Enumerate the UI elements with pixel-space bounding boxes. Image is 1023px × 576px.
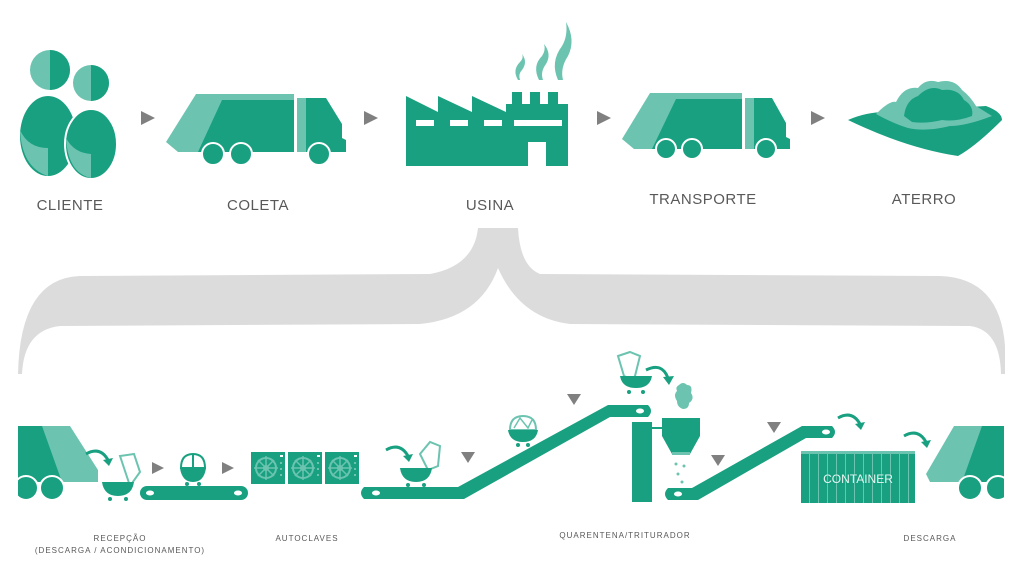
conveyor-belt (665, 426, 835, 500)
step-label-usina: USINA (465, 197, 515, 214)
arrow-right-icon (811, 111, 825, 125)
waste-bin-icon (102, 452, 142, 501)
people-icon (20, 50, 118, 180)
curved-arrow-icon (385, 445, 413, 462)
conveyor-belt (361, 405, 651, 499)
stage-label-descarga: DESCARGA (903, 534, 957, 543)
arrow-down-icon (711, 455, 725, 466)
landfill-icon (848, 80, 1002, 156)
waste-bin-icon (179, 452, 207, 486)
arrow-down-icon (567, 394, 581, 405)
stage-label-recepcao: RECEPÇÃO (DESCARGA / ACONDICIONAMENTO) (30, 533, 210, 557)
stage-label-recepcao-line1: RECEPÇÃO (93, 534, 147, 543)
container-icon: CONTAINER (801, 451, 915, 503)
arrow-down-icon (461, 452, 475, 463)
conveyor-belt (140, 486, 248, 500)
step-label-transporte: TRANSPORTE (649, 191, 757, 208)
stage-label-recepcao-line2: (DESCARGA / ACONDICIONAMENTO) (34, 546, 206, 555)
garbage-truck-icon (8, 426, 98, 502)
curved-arrow-icon (903, 431, 931, 448)
arrow-right-icon (364, 111, 378, 125)
garbage-truck-icon (926, 426, 1023, 502)
step-label-cliente: CLIENTE (36, 197, 104, 214)
step-label-aterro: ATERRO (891, 191, 957, 208)
container-label: CONTAINER (823, 471, 893, 486)
curved-arrow-icon (837, 413, 865, 430)
stage-label-autoclaves: AUTOCLAVES (275, 534, 339, 543)
waste-bin-icon (400, 440, 442, 487)
arrow-right-icon (152, 462, 164, 474)
step-label-coleta: COLETA (227, 197, 289, 214)
waste-bin-icon (616, 350, 652, 394)
arrow-right-icon (222, 462, 234, 474)
arrow-right-icon (141, 111, 155, 125)
curved-arrow-icon (85, 449, 113, 466)
factory-icon (406, 22, 572, 166)
garbage-truck-icon (166, 94, 346, 166)
curly-brace (18, 228, 1005, 374)
stage-label-quarentena: QUARENTENA/TRITURADOR (559, 531, 691, 540)
waste-debris-icon (675, 383, 693, 409)
shredder-icon (632, 418, 700, 502)
garbage-truck-icon (622, 93, 790, 160)
curved-arrow-icon (645, 365, 674, 385)
autoclave-icon (251, 452, 359, 484)
waste-bin-icon (508, 414, 538, 447)
arrow-right-icon (597, 111, 611, 125)
arrow-down-icon (767, 422, 781, 433)
